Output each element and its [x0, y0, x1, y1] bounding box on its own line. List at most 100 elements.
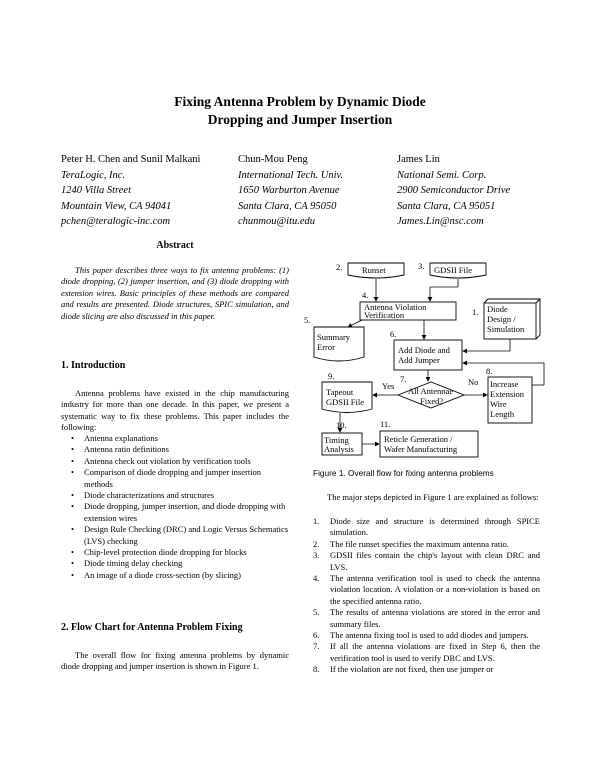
author-email: pchen@teralogic-inc.com — [61, 216, 171, 227]
list-item: 2. The file runset specifies the maximum … — [313, 539, 540, 550]
step-text: The antenna verification tool is used to… — [330, 573, 540, 606]
list-item: 5. The results of antenna violations are … — [313, 607, 540, 630]
step-number: 8. — [313, 664, 320, 675]
step-text: If all the antenna violations are fixed … — [330, 641, 540, 663]
verification-node — [359, 301, 457, 321]
gdsii-node — [429, 262, 487, 279]
author-name: Chun-Mou Peng — [238, 154, 308, 165]
author-street: 1650 Warburton Avenue — [238, 185, 340, 196]
author-block-3: James Lin National Semi. Corp. 2900 Semi… — [397, 152, 510, 230]
list-item: Diode timing delay checking — [61, 558, 289, 570]
list-item: 4. The antenna verification tool is used … — [313, 573, 540, 607]
intro-bullet-list: Antenna explanations Antenna ratio defin… — [61, 433, 289, 582]
steps-list: 1. Diode size and structure is determined… — [313, 516, 540, 676]
step-text: Diode size and structure is determined t… — [330, 516, 540, 538]
step-label: 9. — [328, 371, 334, 381]
step-number: 7. — [313, 641, 320, 652]
step-label: 2. — [336, 262, 342, 272]
summary-label-1: Summary — [317, 332, 351, 342]
list-item: 8. If the violation are not fixed, then u… — [313, 664, 540, 675]
yes-label: Yes — [382, 381, 394, 391]
diode-label-2: Design / — [487, 314, 516, 324]
diode-label-3: Simulation — [487, 324, 525, 334]
title-line-2: Dropping and Jumper Insertion — [207, 112, 393, 127]
tapeout-label-1: Tapeout — [326, 387, 354, 397]
runset-label: Runset — [362, 265, 386, 275]
list-item: 6.The antenna fixing tool is used to add… — [313, 630, 540, 641]
decision-label-2: Fixed? — [420, 396, 443, 406]
author-street: 1240 Villa Street — [61, 185, 131, 196]
step-label: 4. — [362, 290, 368, 300]
decision-label-1: All Antennae — [408, 386, 453, 396]
step-number: 5. — [313, 607, 320, 618]
runset-node — [347, 262, 405, 279]
author-org: International Tech. Univ. — [238, 169, 343, 181]
author-email: James.Lin@nsc.com — [397, 216, 484, 227]
step-label: 3. — [418, 261, 424, 271]
list-item: 7. If all the antenna violations are fixe… — [313, 641, 540, 664]
list-item: Antenna ratio definitions — [61, 444, 289, 456]
list-item: Chip-level protection diode dropping for… — [61, 547, 289, 559]
step-number: 6. — [313, 630, 320, 641]
diode-label-1: Diode — [487, 304, 508, 314]
step-label: 6. — [390, 329, 396, 339]
list-item: An image of a diode cross-section (by sl… — [61, 570, 289, 582]
section-1-heading: 1. Introduction — [61, 360, 126, 371]
step-number: 1. — [313, 516, 320, 526]
author-block-2: Chun-Mou Peng International Tech. Univ. … — [238, 152, 343, 230]
section-2-heading: 2. Flow Chart for Antenna Problem Fixing — [61, 622, 243, 633]
add-diode-label-2: Add Jumper — [398, 355, 440, 365]
verification-label-2: Verification — [364, 310, 405, 320]
step-text: If the violation are not fixed, then use… — [330, 664, 494, 675]
list-item: 1. Diode size and structure is determined… — [313, 516, 540, 539]
figure-caption: Figure 1. Overall flow for fixing antenn… — [313, 468, 494, 478]
timing-label-2: Analysis — [324, 444, 354, 454]
extension-label-2: Extension — [490, 389, 525, 399]
author-city: Mountain View, CA 94041 — [61, 200, 172, 212]
tapeout-node — [321, 381, 373, 413]
author-name: James Lin — [397, 154, 440, 165]
extension-label-1: Increase — [490, 379, 519, 389]
gdsii-label: GDSII File — [434, 265, 472, 275]
section-1-paragraph: Antenna problems have existed in the chi… — [61, 388, 289, 433]
verification-label-1: Antenna Violation — [364, 302, 427, 312]
step-text: GDSII files contain the chip's layout wi… — [330, 550, 540, 572]
step-number: 3. — [313, 550, 320, 561]
author-street: 2900 Semiconductor Drive — [397, 185, 511, 196]
steps-intro: The major steps depicted in Figure 1 are… — [327, 492, 539, 502]
abstract-text: This paper describes three ways to fix a… — [61, 265, 289, 321]
section-2-paragraph: The overall flow for fixing antenna prob… — [61, 650, 289, 672]
no-label: No — [468, 377, 478, 387]
step-label: 8. — [486, 366, 492, 376]
list-item: Diode characterizations and structures — [61, 490, 289, 502]
author-org: TeraLogic, Inc. — [61, 169, 126, 181]
step-number: 4. — [313, 573, 320, 584]
summary-label-2: Error — [317, 342, 335, 352]
list-item: Antenna explanations — [61, 433, 289, 445]
reticle-label-1: Reticle Generation / — [384, 434, 453, 444]
step-number: 2. — [313, 538, 320, 549]
flow-chart-figure: Runset GDSII File 2. 3. 4. Antenna Viola… — [304, 261, 545, 458]
author-city: Santa Clara, CA 95051 — [397, 200, 496, 212]
step-label: 1. — [472, 307, 478, 317]
author-org: National Semi. Corp. — [397, 169, 487, 181]
step-label: 10. — [336, 420, 347, 430]
step-label: 7. — [400, 374, 406, 384]
step-text: The file runset specifies the maximum an… — [330, 538, 509, 549]
increase-extension-node — [487, 376, 533, 424]
summary-error-node — [313, 326, 365, 362]
list-item: Antenna check out violation by verificat… — [61, 456, 289, 468]
step-label: 5. — [304, 315, 310, 325]
list-item: Design Rule Checking (DRC) and Logic Ver… — [61, 524, 289, 547]
step-label: 11. — [380, 419, 390, 429]
author-name: Peter H. Chen and Sunil Malkani — [61, 154, 201, 165]
reticle-node — [379, 430, 479, 458]
add-diode-label-1: Add Diode and — [398, 345, 451, 355]
timing-label-1: Timing — [324, 435, 349, 445]
author-email: chunmou@itu.edu — [238, 216, 316, 227]
author-city: Santa Clara, CA 95050 — [238, 200, 337, 212]
title-line-1: Fixing Antenna Problem by Dynamic Diode — [174, 94, 426, 109]
step-text: The results of antenna violations are st… — [330, 607, 540, 629]
extension-label-4: Length — [490, 409, 515, 419]
reticle-label-2: Wafer Manufacturing — [384, 444, 458, 454]
